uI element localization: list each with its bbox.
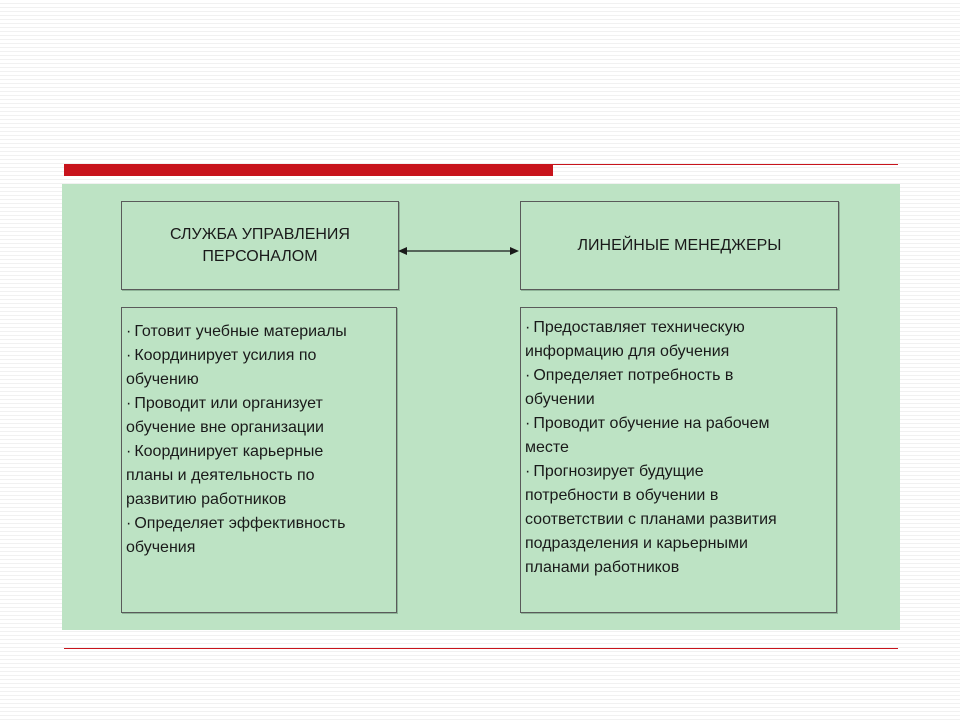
hr-service-duties: ·Готовит учебные материалы·Координирует …: [121, 307, 397, 613]
hr-service-title: СЛУЖБА УПРАВЛЕНИЯ ПЕРСОНАЛОМ: [170, 225, 350, 265]
duty-text: Определяет эффективность обучения: [126, 515, 346, 556]
duty-text: Прогнозирует будущие потребности в обуче…: [525, 463, 777, 576]
line-managers-duties: ·Предоставляет техническую информацию дл…: [520, 307, 837, 613]
line-managers-title: ЛИНЕЙНЫЕ МЕНЕДЖЕРЫ: [577, 236, 782, 254]
duty-item: ·Координирует карьерные планы и деятельн…: [126, 440, 390, 512]
duty-text: Координирует усилия по обучению: [126, 347, 317, 388]
bullet-icon: ·: [126, 395, 132, 412]
bullet-icon: ·: [126, 347, 132, 364]
duty-item: ·Координирует усилия по обучению: [126, 344, 390, 392]
hr-service-header: СЛУЖБА УПРАВЛЕНИЯ ПЕРСОНАЛОМ: [121, 201, 399, 290]
duty-text: Проводит обучение на рабочем месте: [525, 415, 770, 456]
bullet-icon: ·: [525, 319, 531, 336]
duty-text: Определяет потребность в обучении: [525, 367, 734, 408]
duty-item: ·Предоставляет техническую информацию дл…: [525, 316, 830, 364]
duty-item: ·Определяет потребность в обучении: [525, 364, 830, 412]
bullet-icon: ·: [525, 463, 531, 480]
duty-item: ·Проводит или организует обучение вне ор…: [126, 392, 390, 440]
duty-text: Проводит или организует обучение вне орг…: [126, 395, 324, 436]
accent-rule-bottom: [64, 648, 898, 649]
line-managers-header: ЛИНЕЙНЫЕ МЕНЕДЖЕРЫ: [520, 201, 839, 290]
bullet-icon: ·: [525, 367, 531, 384]
accent-rule-top: [553, 164, 898, 165]
duty-text: Готовит учебные материалы: [134, 323, 347, 340]
duty-item: ·Прогнозирует будущие потребности в обуч…: [525, 460, 830, 580]
hr-service-duties-list: ·Готовит учебные материалы·Координирует …: [126, 320, 390, 560]
line-managers-duties-list: ·Предоставляет техническую информацию дл…: [525, 316, 830, 580]
duty-item: ·Готовит учебные материалы: [126, 320, 390, 344]
bullet-icon: ·: [126, 515, 132, 532]
accent-bar: [64, 164, 553, 176]
duty-item: ·Определяет эффективность обучения: [126, 512, 390, 560]
bullet-icon: ·: [525, 415, 531, 432]
bullet-icon: ·: [126, 443, 132, 460]
duty-item: ·Проводит обучение на рабочем месте: [525, 412, 830, 460]
duty-text: Предоставляет техническую информацию для…: [525, 319, 745, 360]
bullet-icon: ·: [126, 323, 132, 340]
duty-text: Координирует карьерные планы и деятельно…: [126, 443, 324, 508]
